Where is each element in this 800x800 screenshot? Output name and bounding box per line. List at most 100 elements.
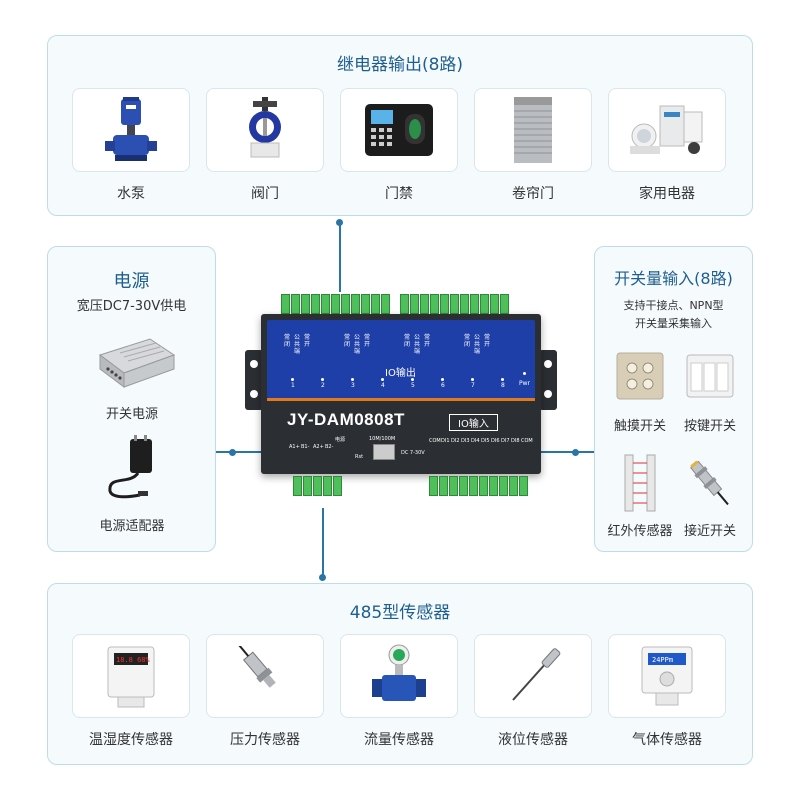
relay-term-labels-8: 公共端 [413,334,420,355]
dc-input-label: DC 7-30V [401,450,425,456]
input-terminal-block [429,476,529,496]
relay-led-6 [441,378,444,381]
mounting-ear-left [245,350,263,410]
io-input-label: IO输入 [449,414,498,431]
gas-sensor-label: 气体传感器 [632,732,702,748]
switch-input-panel: 开关量输入(8路) 支持干接点、NPN型 开关量采集输入 触摸开关 按键开关 红… [594,246,753,552]
rs485-a1-label: A1+ [289,444,300,450]
di-com-label-right: COM [521,438,533,444]
water-pump-tile [72,88,190,172]
di2-label: DI2 [451,438,460,444]
gas-sensor-tile: 24PPm [608,634,726,718]
sensor-title: 485型传感器 [349,603,451,623]
proximity-switch-label: 接近开关 [683,524,736,539]
level-sensor-tile [474,634,592,718]
switch-input-title: 开关量输入(8路) [614,269,733,288]
key-switch-icon [686,354,734,398]
connector-bottom-dot [319,574,326,581]
pressure-sensor-label: 压力传感器 [230,732,300,748]
connector-left-dot [229,449,236,456]
switch-input-subtitle-2: 开关量采集输入 [635,317,712,330]
relay-output-title: 继电器输出(8路) [336,55,464,75]
relay-term-labels-1: 常闭 [283,334,290,348]
di3-label: DI3 [461,438,470,444]
infrared-sensor-label: 红外传感器 [607,524,673,539]
access-control-tile [340,88,458,172]
pressure-sensor-tile [206,634,324,718]
relay-term-labels-3: 常开 [303,334,310,348]
io-output-label: IO输出 [385,368,416,379]
valve-label: 阀门 [251,186,279,202]
relay-number-5: 5 [411,382,415,389]
relay-term-labels-7: 常闭 [403,334,410,348]
access-control-label: 门禁 [385,186,413,202]
relay-led-2 [321,378,324,381]
device-body: IO输出 Pwr 1 2 3 4 5 6 7 8 常闭 公共端 常开 [261,314,541,474]
key-switch-label: 按键开关 [683,419,736,434]
temp-humidity-sensor-tile: 18.8 68% [72,634,190,718]
relay-led-4 [381,378,384,381]
gas-display: 24PPm [652,656,673,664]
relay-number-3: 3 [351,382,355,389]
rs485-a2-label: A2+ [313,444,324,450]
di4-label: DI4 [471,438,480,444]
connector-left [216,451,266,453]
relay-term-labels-10: 常闭 [463,334,470,348]
device-divider-stripe [267,398,535,401]
relay-term-labels-2: 公共端 [293,334,300,355]
power-subtitle: 宽压DC7-30V供电 [76,299,187,314]
switch-input-subtitle-1: 支持干接点、NPN型 [623,299,724,312]
power-panel: 电源 宽压DC7-30V供电 开关电源 电源适配器 [47,246,216,552]
relay-number-1: 1 [291,382,295,389]
rolling-door-tile [474,88,592,172]
ethernet-label: 10M/100M [369,436,396,442]
relay-term-labels-5: 公共端 [353,334,360,355]
di1-label: DI1 [441,438,450,444]
power-title: 电源 [113,271,150,292]
relay-output-section: IO输出 Pwr 1 2 3 4 5 6 7 8 常闭 公共端 常开 [267,320,535,398]
proximity-switch-icon [690,460,729,506]
home-appliance-tile [608,88,726,172]
connector-right-dot [572,449,579,456]
access-control-icon [365,104,433,156]
rolling-door-label: 卷帘门 [512,186,554,202]
water-pump-icon [105,97,157,161]
level-sensor-icon [512,648,561,701]
relay-number-6: 6 [441,382,445,389]
pwr-led [523,372,526,375]
connector-right [537,451,594,453]
connector-bottom [322,508,324,578]
relay-term-labels-11: 公共端 [473,334,480,355]
level-sensor-label: 液位传感器 [498,732,568,748]
rs485-b2-label: B2- [325,444,334,450]
di6-label: DI6 [491,438,500,444]
gas-sensor-icon: 24PPm [641,646,693,706]
rs485-terminal-block [293,476,343,496]
valve-tile [206,88,324,172]
touch-switch-label: 触摸开关 [613,419,666,434]
sensor-panel: 485型传感器 18.8 68% 温湿度传感器 压力传感器 [47,583,753,765]
relay-led-3 [351,378,354,381]
power-adapter-icon [108,435,152,499]
temp-humidity-sensor-icon: 18.8 68% [107,646,155,708]
ethernet-port[interactable] [373,444,395,460]
connector-top-dot [336,219,343,226]
relay-terminal-block-right [400,294,510,314]
relay-led-8 [501,378,504,381]
di7-label: DI7 [501,438,510,444]
relay-led-7 [471,378,474,381]
relay-led-5 [411,378,414,381]
pressure-sensor-icon [238,646,276,688]
water-pump-label: 水泵 [117,186,145,202]
relay-led-1 [291,378,294,381]
switching-power-supply-label: 开关电源 [105,407,158,422]
device-model: JY-DAM0808T [287,410,405,429]
relay-output-panel: 继电器输出(8路) 水泵 阀门 [47,35,753,216]
connector-top [339,222,341,292]
pwr-label: Pwr [519,380,530,387]
relay-number-2: 2 [321,382,325,389]
home-appliance-icon [630,105,703,154]
mounting-ear-right [539,350,557,410]
rolling-door-icon [514,97,552,163]
io-controller-device: IO输出 Pwr 1 2 3 4 5 6 7 8 常闭 公共端 常开 [245,292,557,498]
